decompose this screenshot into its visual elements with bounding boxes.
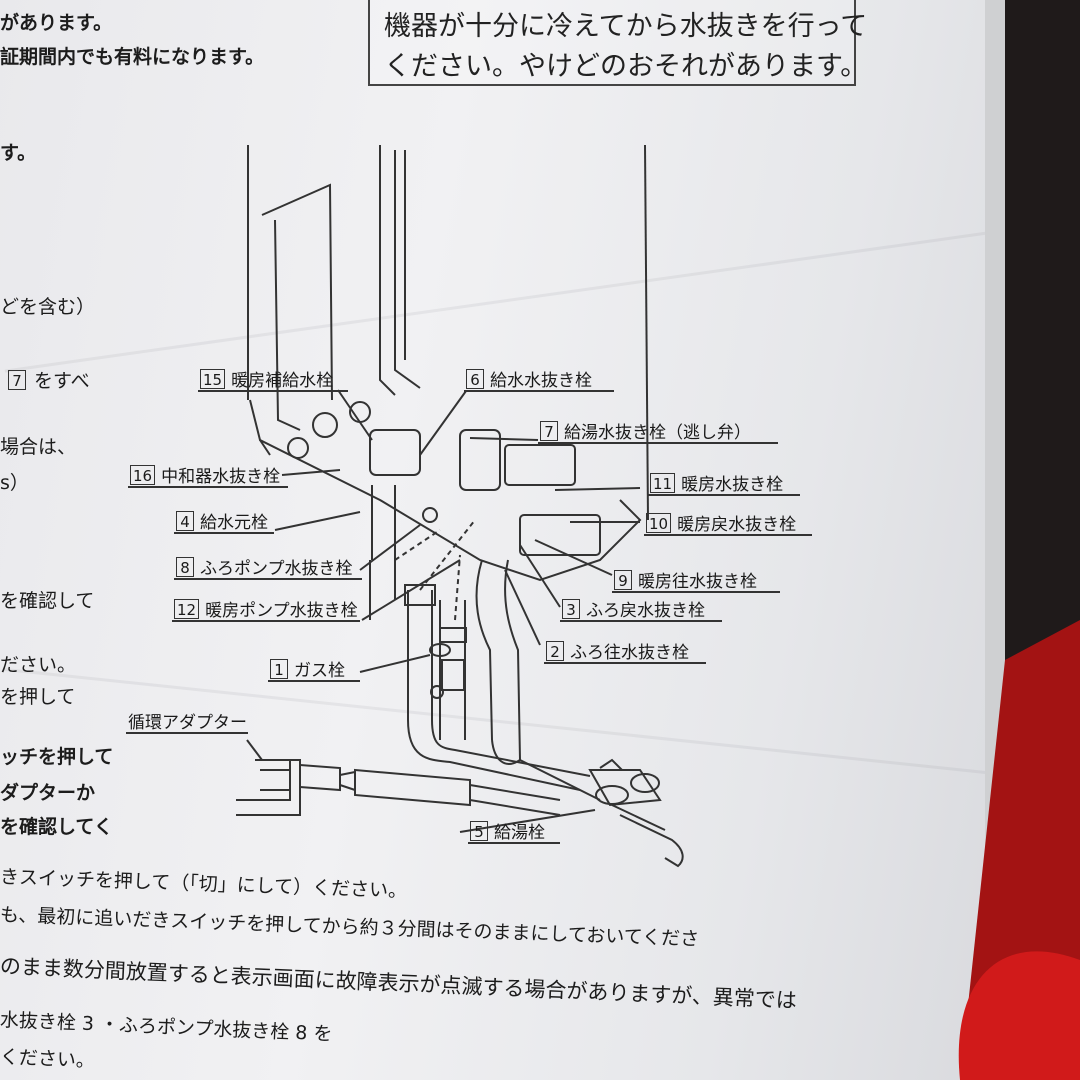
warning-box: 機器が十分に冷えてから水抜きを行って ください。やけどのおそれがあります。 (368, 0, 867, 86)
bottom-text-5: ください。 (0, 1046, 96, 1073)
underline (612, 591, 780, 593)
warning-line-1: 機器が十分に冷えてから水抜きを行って (384, 11, 868, 42)
underline (468, 842, 560, 844)
underline (198, 390, 348, 392)
underline (648, 494, 800, 496)
underline (644, 534, 812, 536)
left-text-7: s） (0, 472, 29, 494)
underline (128, 486, 288, 488)
left-text-11: ッチを押して (0, 746, 114, 768)
callout-circulation-adapter: 循環アダプター (128, 713, 247, 733)
underline (174, 578, 362, 580)
underline (172, 620, 360, 622)
left-text-10: を押して (0, 686, 76, 708)
left-text-12: ダプターか (0, 782, 96, 804)
left-text-13: を確認してく (0, 816, 113, 838)
underline (268, 680, 360, 682)
warning-line-2: ください。やけどのおそれがあります。 (384, 51, 868, 82)
underline (544, 662, 706, 664)
underline (464, 390, 614, 392)
left-text-1: があります。 (0, 12, 113, 34)
left-text-9: ださい。 (0, 654, 77, 676)
underline (126, 732, 248, 734)
manual-page (0, 0, 1000, 1080)
underline (560, 620, 722, 622)
underline (538, 442, 778, 444)
left-text-8: を確認して (0, 590, 95, 612)
underline (174, 532, 274, 534)
left-text-6: 場合は、 (0, 436, 77, 458)
left-text-5: 7 をすべ (8, 366, 90, 393)
left-text-4: どを含む） (0, 296, 96, 318)
left-text-2: 証期間内でも有料になります。 (0, 46, 265, 68)
left-text-3: す。 (0, 142, 37, 164)
